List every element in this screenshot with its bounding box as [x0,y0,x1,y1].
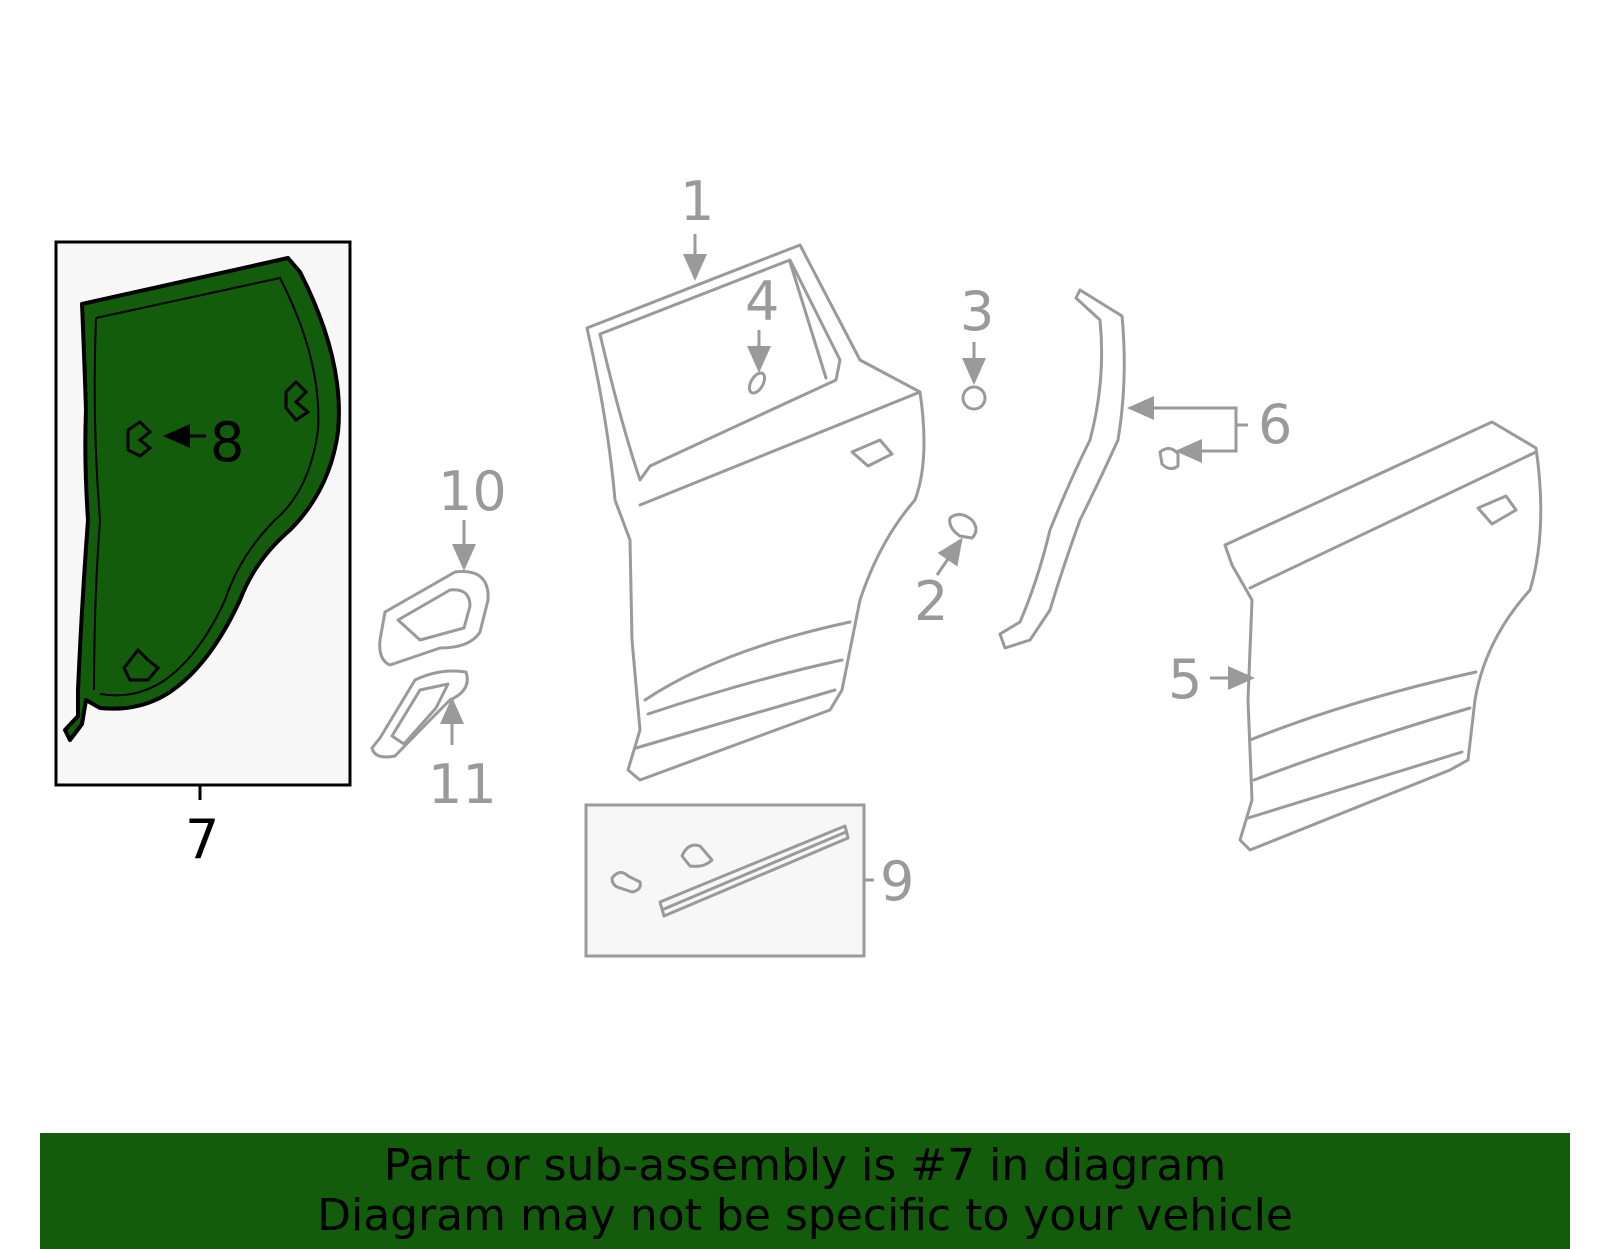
part-9-molding-box[interactable]: 9 [584,803,914,958]
part-7-box[interactable]: 8 7 [54,240,352,871]
callout-6: 6 [1258,393,1292,456]
callout-8: 8 [210,411,244,474]
part-11-hinge-lower[interactable]: 11 [370,669,497,816]
callout-5: 5 [1168,648,1202,711]
notice-banner: Part or sub-assembly is #7 in diagram Di… [40,1133,1570,1249]
banner-line-1: Part or sub-assembly is #7 in diagram [383,1140,1227,1191]
part-3-plug[interactable]: 3 [960,280,994,411]
callout-2: 2 [914,570,948,633]
callout-11: 11 [428,753,497,816]
part-2-bumper[interactable]: 2 [914,513,978,633]
callout-1: 1 [680,170,714,233]
part-4-grommet[interactable]: 4 [745,270,779,396]
part-7-door-trim-panel[interactable] [63,256,341,742]
part-10-hinge-upper[interactable]: 10 [378,460,507,667]
callout-3: 3 [960,280,994,343]
clip-icon [610,843,714,894]
callout-9: 9 [880,850,914,913]
part-1-door-shell[interactable]: 1 [585,170,926,782]
part-5-outer-panel[interactable]: 5 [1168,420,1543,852]
callout-10: 10 [438,460,507,523]
part-6-weatherstrip[interactable]: 6 [998,288,1292,650]
callout-4: 4 [745,270,779,333]
panel-clip-icon [122,379,311,682]
callout-7: 7 [185,808,219,871]
banner-line-2: Diagram may not be specific to your vehi… [317,1190,1293,1241]
